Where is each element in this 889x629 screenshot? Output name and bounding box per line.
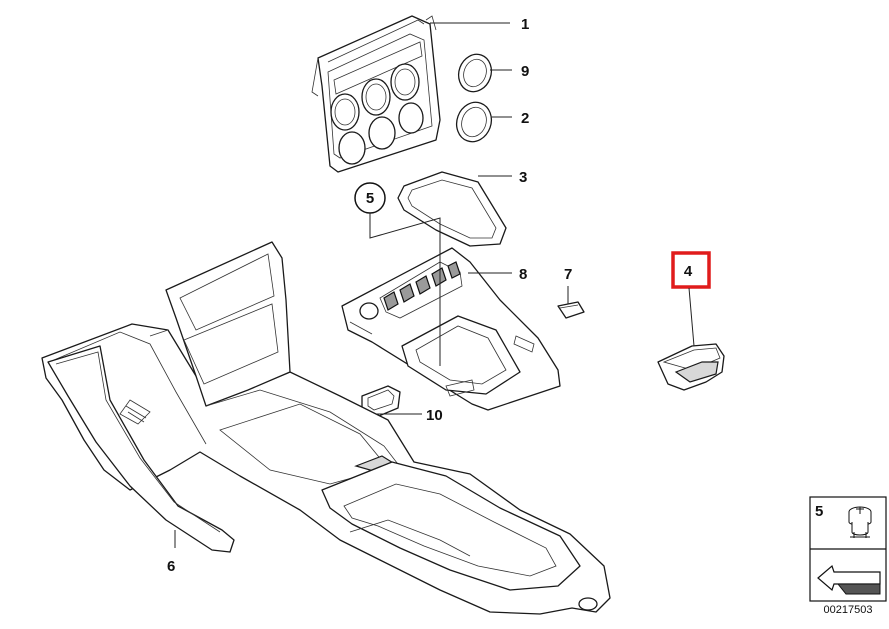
callout-8[interactable]: 8 <box>519 266 527 283</box>
leader-lines <box>174 22 695 548</box>
legend-label: 5 <box>815 503 823 520</box>
leader-4 <box>688 287 695 347</box>
callout-1[interactable]: 1 <box>521 16 529 33</box>
part-2-ring[interactable] <box>451 97 497 146</box>
callout-2[interactable]: 2 <box>521 110 529 127</box>
callout-4-highlight[interactable]: 4 <box>671 251 711 289</box>
callout-5-circle[interactable]: 5 <box>354 182 386 214</box>
part-9-ring[interactable] <box>453 50 496 97</box>
callout-10[interactable]: 10 <box>426 407 443 424</box>
callout-label: 4 <box>684 263 693 280</box>
part-8-center-panel[interactable] <box>341 247 561 411</box>
callout-3[interactable]: 3 <box>519 169 527 186</box>
part-4-storage-tray[interactable] <box>657 343 725 391</box>
legend-box: 5 <box>809 496 887 602</box>
part-3-shift-frame[interactable] <box>397 171 507 247</box>
callout-7[interactable]: 7 <box>564 266 572 283</box>
leader-5 <box>369 213 441 366</box>
part-1-trim-panel[interactable] <box>311 15 441 173</box>
part-10-bezel[interactable] <box>361 385 401 419</box>
center-console-body[interactable] <box>41 241 611 615</box>
part-6-side-trim[interactable] <box>47 345 235 553</box>
callout-9[interactable]: 9 <box>521 63 529 80</box>
arrow-icon <box>817 564 881 595</box>
diagram-number: 00217503 <box>824 604 873 616</box>
callout-label: 5 <box>366 190 374 207</box>
callout-6[interactable]: 6 <box>167 558 175 575</box>
part-7-pad[interactable] <box>557 301 585 319</box>
screw-icon <box>848 506 872 538</box>
